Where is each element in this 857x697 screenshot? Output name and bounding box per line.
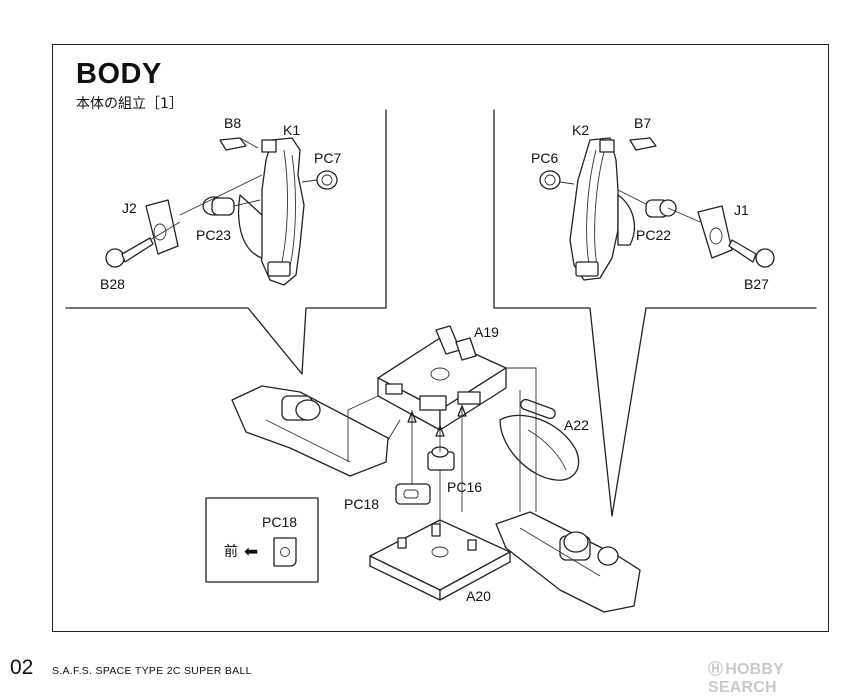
product-name: S.A.F.S. SPACE TYPE 2C SUPER BALL bbox=[52, 665, 252, 677]
part-a20-drawing bbox=[369, 519, 511, 601]
part-a22-drawing bbox=[499, 398, 580, 481]
label-pc6: PC6 bbox=[531, 150, 559, 166]
label-pc7: PC7 bbox=[314, 150, 342, 166]
label-pc18: PC18 bbox=[344, 496, 380, 512]
label-j1: J1 bbox=[734, 202, 749, 218]
part-pc16-drawing bbox=[427, 446, 455, 471]
page-subtitle: 本体の組立［1］ bbox=[76, 96, 183, 112]
label-b7: B7 bbox=[634, 115, 652, 131]
label-a19: A19 bbox=[474, 324, 499, 340]
diagram-frame bbox=[52, 44, 829, 632]
part-b28-drawing bbox=[105, 237, 154, 268]
left-body-shell-drawing bbox=[231, 385, 389, 477]
arrow-left-icon: ⬅ bbox=[244, 542, 259, 561]
inset-direction-label: 前 bbox=[224, 544, 238, 560]
part-pc18-drawing bbox=[395, 483, 431, 505]
inset-box bbox=[205, 497, 319, 583]
hobbysearch-logo-icon: Ⓗ bbox=[708, 661, 724, 678]
label-b28: B28 bbox=[100, 276, 125, 292]
label-k1: K1 bbox=[283, 122, 301, 138]
part-pc7-drawing bbox=[301, 170, 338, 190]
label-b27: B27 bbox=[744, 276, 769, 292]
label-pc23: PC23 bbox=[196, 227, 232, 243]
callout-right bbox=[493, 109, 817, 517]
page-title: BODY bbox=[76, 58, 162, 90]
part-b27-drawing bbox=[728, 239, 775, 268]
part-j1-drawing bbox=[697, 205, 733, 259]
part-pc6-drawing bbox=[539, 170, 575, 190]
part-b8-drawing bbox=[219, 137, 259, 151]
label-pc16: PC16 bbox=[447, 479, 483, 495]
pc18-side-icon bbox=[273, 537, 297, 567]
part-a19-drawing bbox=[377, 325, 507, 431]
label-j2: J2 bbox=[122, 200, 137, 216]
label-k2: K2 bbox=[572, 122, 590, 138]
part-k1-drawing bbox=[237, 137, 305, 286]
right-body-shell-drawing bbox=[495, 511, 641, 613]
callout-left bbox=[65, 109, 387, 375]
label-a20: A20 bbox=[466, 588, 491, 604]
label-a22: A22 bbox=[564, 417, 589, 433]
label-pc22: PC22 bbox=[636, 227, 672, 243]
label-b8: B8 bbox=[224, 115, 242, 131]
part-k2-drawing bbox=[569, 137, 635, 281]
inset-part-label: PC18 bbox=[262, 514, 298, 530]
page-number: 02 bbox=[10, 656, 34, 679]
part-b7-drawing bbox=[629, 137, 657, 151]
part-pc22-drawing bbox=[645, 199, 677, 218]
